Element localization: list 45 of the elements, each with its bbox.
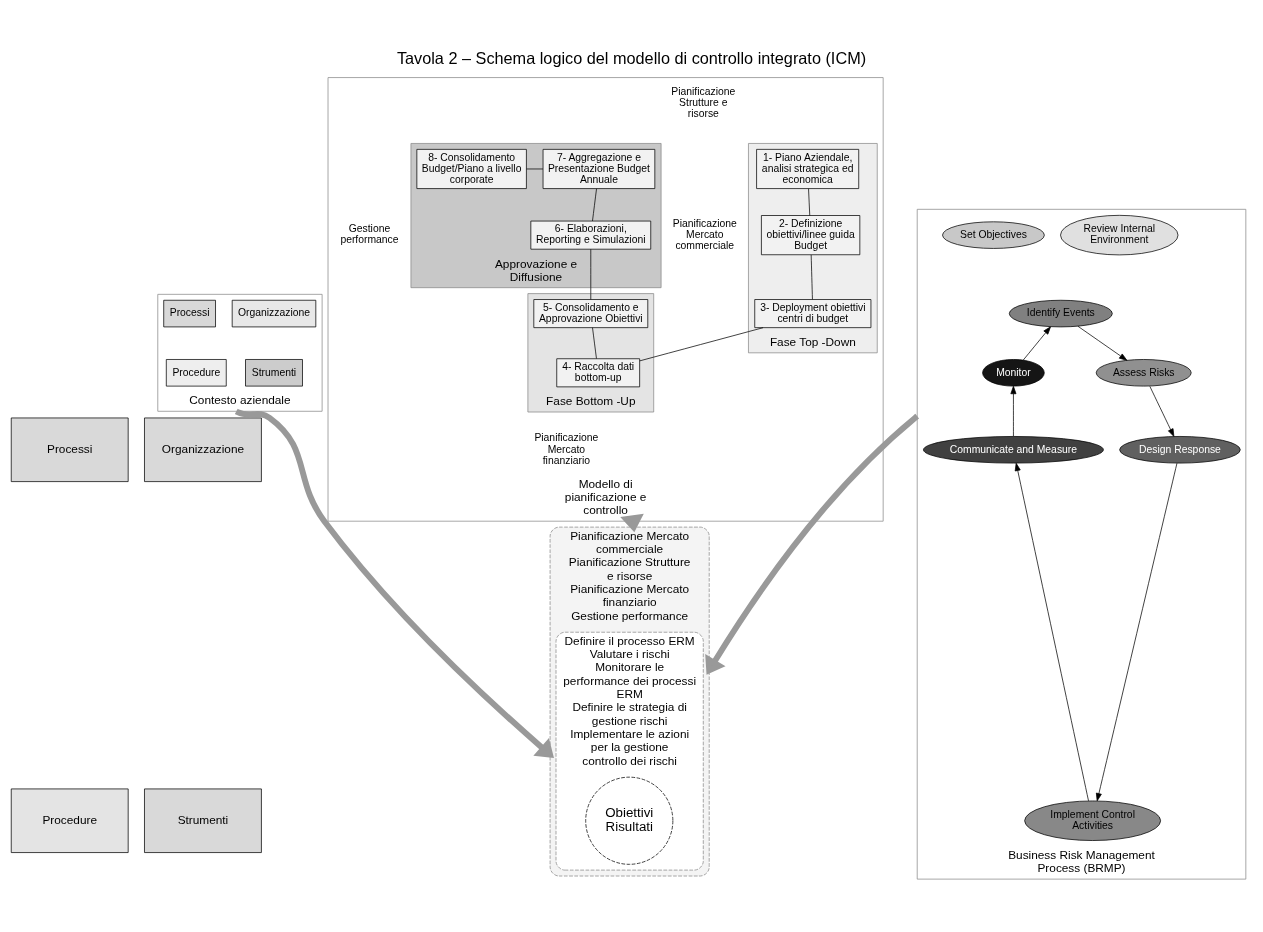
arrow bbox=[1095, 462, 1178, 801]
label: Pianificazione Strutture e risorse bbox=[671, 85, 736, 119]
label: Pianificazione Mercato commerciale bbox=[672, 217, 737, 251]
arrow bbox=[1149, 385, 1175, 437]
connector bbox=[526, 168, 544, 169]
node-ellipse: Design Response bbox=[1119, 435, 1241, 463]
node-circle: Obiettivi Risultati bbox=[585, 776, 674, 865]
node-box: Procedure bbox=[10, 788, 129, 853]
node-box: 3- Deployment obiettivi centri di budget bbox=[754, 298, 872, 328]
arrow bbox=[620, 513, 644, 532]
node-ellipse: Review Internal Environment bbox=[1060, 214, 1179, 255]
arrow bbox=[705, 413, 920, 675]
connector bbox=[592, 187, 597, 221]
node-box: 5- Consolidamento e Approvazione Obiettivi bbox=[533, 298, 649, 328]
connector bbox=[808, 187, 811, 216]
node-ellipse: Implement Control Activities bbox=[1024, 800, 1161, 841]
node-box: Organizzazione bbox=[231, 299, 317, 327]
node-box: Strumenti bbox=[245, 358, 303, 386]
arrow bbox=[1010, 385, 1017, 437]
node-box: Organizzazione bbox=[144, 417, 262, 482]
node-box: 1- Piano Aziendale, analisi strategica ed economica bbox=[756, 148, 860, 189]
connector bbox=[592, 326, 597, 359]
node-ellipse: Communicate and Measure bbox=[923, 435, 1104, 463]
connector bbox=[810, 254, 813, 300]
node-box: 4- Raccolta dati bottom-up bbox=[556, 357, 640, 387]
arrow bbox=[1014, 462, 1089, 801]
node-box: 7- Aggregazione e Presentazione Budget Annuale bbox=[542, 148, 656, 189]
connector bbox=[639, 326, 764, 361]
node-box: Processi bbox=[10, 417, 129, 482]
node-box: 6- Elaborazioni, Reporting e Simulazioni bbox=[530, 220, 652, 250]
node-ellipse: Assess Risks bbox=[1095, 358, 1192, 386]
node-box: 8- Consolidamento Budget/Piano a livello corporate bbox=[416, 148, 527, 189]
node-ellipse: Identify Events bbox=[1008, 299, 1113, 327]
diagram-title: Tavola 2 – Schema logico del modello di controllo integrato (ICM) bbox=[396, 48, 867, 67]
arrow bbox=[1022, 326, 1051, 360]
node-box: Procedure bbox=[165, 358, 227, 386]
node-box: Strumenti bbox=[144, 788, 262, 853]
connector bbox=[590, 248, 592, 300]
node-box: 2- Definizione obiettivi/linee guida Budget bbox=[761, 214, 861, 255]
arrow bbox=[1077, 325, 1128, 361]
node-ellipse: Set Objectives bbox=[942, 220, 1045, 249]
label: Gestione performance bbox=[340, 222, 399, 245]
label: Pianificazione Mercato finanziario bbox=[534, 431, 599, 466]
node-box: Processi bbox=[163, 299, 216, 327]
node-ellipse: Monitor bbox=[982, 358, 1045, 386]
